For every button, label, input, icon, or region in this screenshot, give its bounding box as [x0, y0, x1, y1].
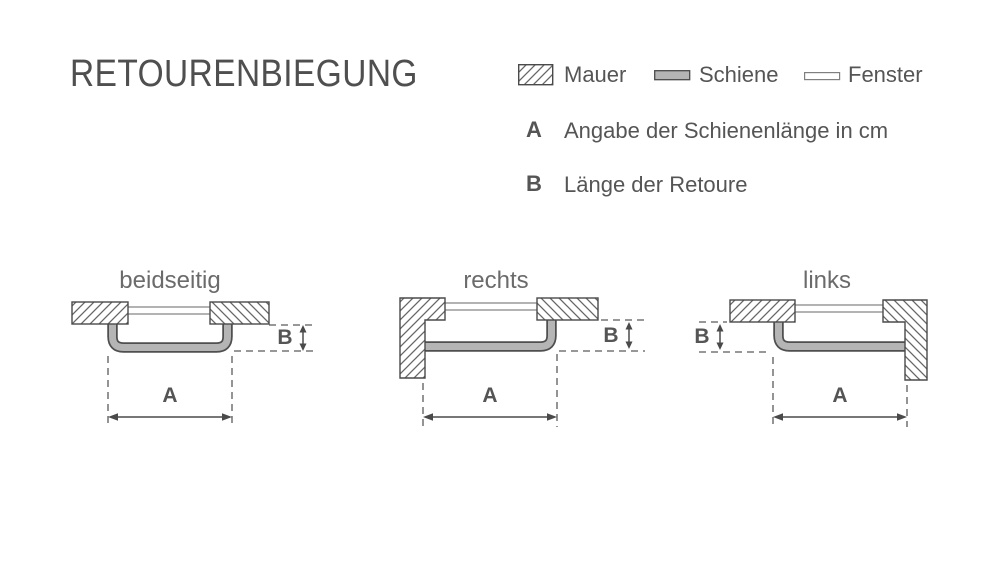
diagram-rechts: rechts B A [399, 267, 645, 427]
wall-left [729, 299, 796, 323]
diagram-title-beidseitig: beidseitig [119, 267, 220, 294]
arrow-down-icon [716, 342, 724, 350]
dim-label-b: B [277, 326, 292, 349]
dim-label-a: A [482, 384, 497, 407]
legend-label-mauer: Mauer [564, 62, 627, 87]
arrow-left-icon [423, 413, 433, 421]
arrow-left-icon [108, 413, 118, 421]
arrow-up-icon [716, 324, 724, 332]
diagram-links: links B A [694, 267, 928, 427]
wall-hatch-icon [518, 64, 554, 86]
window-bar [125, 306, 213, 315]
rail [775, 320, 907, 350]
arrow-up-icon [625, 322, 633, 330]
page-title: RETOURENBIEGUNG [70, 53, 418, 95]
dim-label-b: B [694, 325, 709, 348]
wall-right [209, 301, 270, 325]
wall-left [399, 297, 446, 379]
dim-label-b: B [603, 324, 618, 347]
diagram-title-links: links [803, 267, 851, 294]
legend-label-schiene: Schiene [699, 62, 779, 87]
wall-right [882, 299, 928, 381]
dim-label-a: A [162, 384, 177, 407]
window-swatch-icon [804, 72, 841, 81]
diagram-title-rechts: rechts [463, 267, 528, 294]
arrow-left-icon [773, 413, 783, 421]
arrow-down-icon [299, 343, 307, 351]
wall-left [71, 301, 129, 325]
window-bar [442, 302, 540, 311]
rail-outline [773, 320, 907, 352]
window-bar [793, 304, 885, 313]
definition-symbol-a: A [526, 117, 542, 142]
rail [423, 318, 555, 350]
arrow-right-icon [547, 413, 557, 421]
definition-text-a: Angabe der Schienenlänge in cm [564, 118, 889, 143]
rail-outline [107, 322, 233, 353]
arrow-right-icon [222, 413, 232, 421]
wall-right [536, 297, 599, 321]
arrow-up-icon [299, 325, 307, 333]
arrow-right-icon [897, 413, 907, 421]
definition-text-b: Länge der Retoure [564, 172, 748, 197]
legend-label-fenster: Fenster [848, 62, 923, 87]
arrow-down-icon [625, 341, 633, 349]
rail [109, 322, 231, 351]
rail-outline [423, 318, 557, 352]
diagram-beidseitig: beidseitig B A [71, 267, 317, 427]
rail-swatch-icon [654, 70, 691, 81]
dim-label-a: A [832, 384, 847, 407]
definition-symbol-b: B [526, 171, 542, 196]
